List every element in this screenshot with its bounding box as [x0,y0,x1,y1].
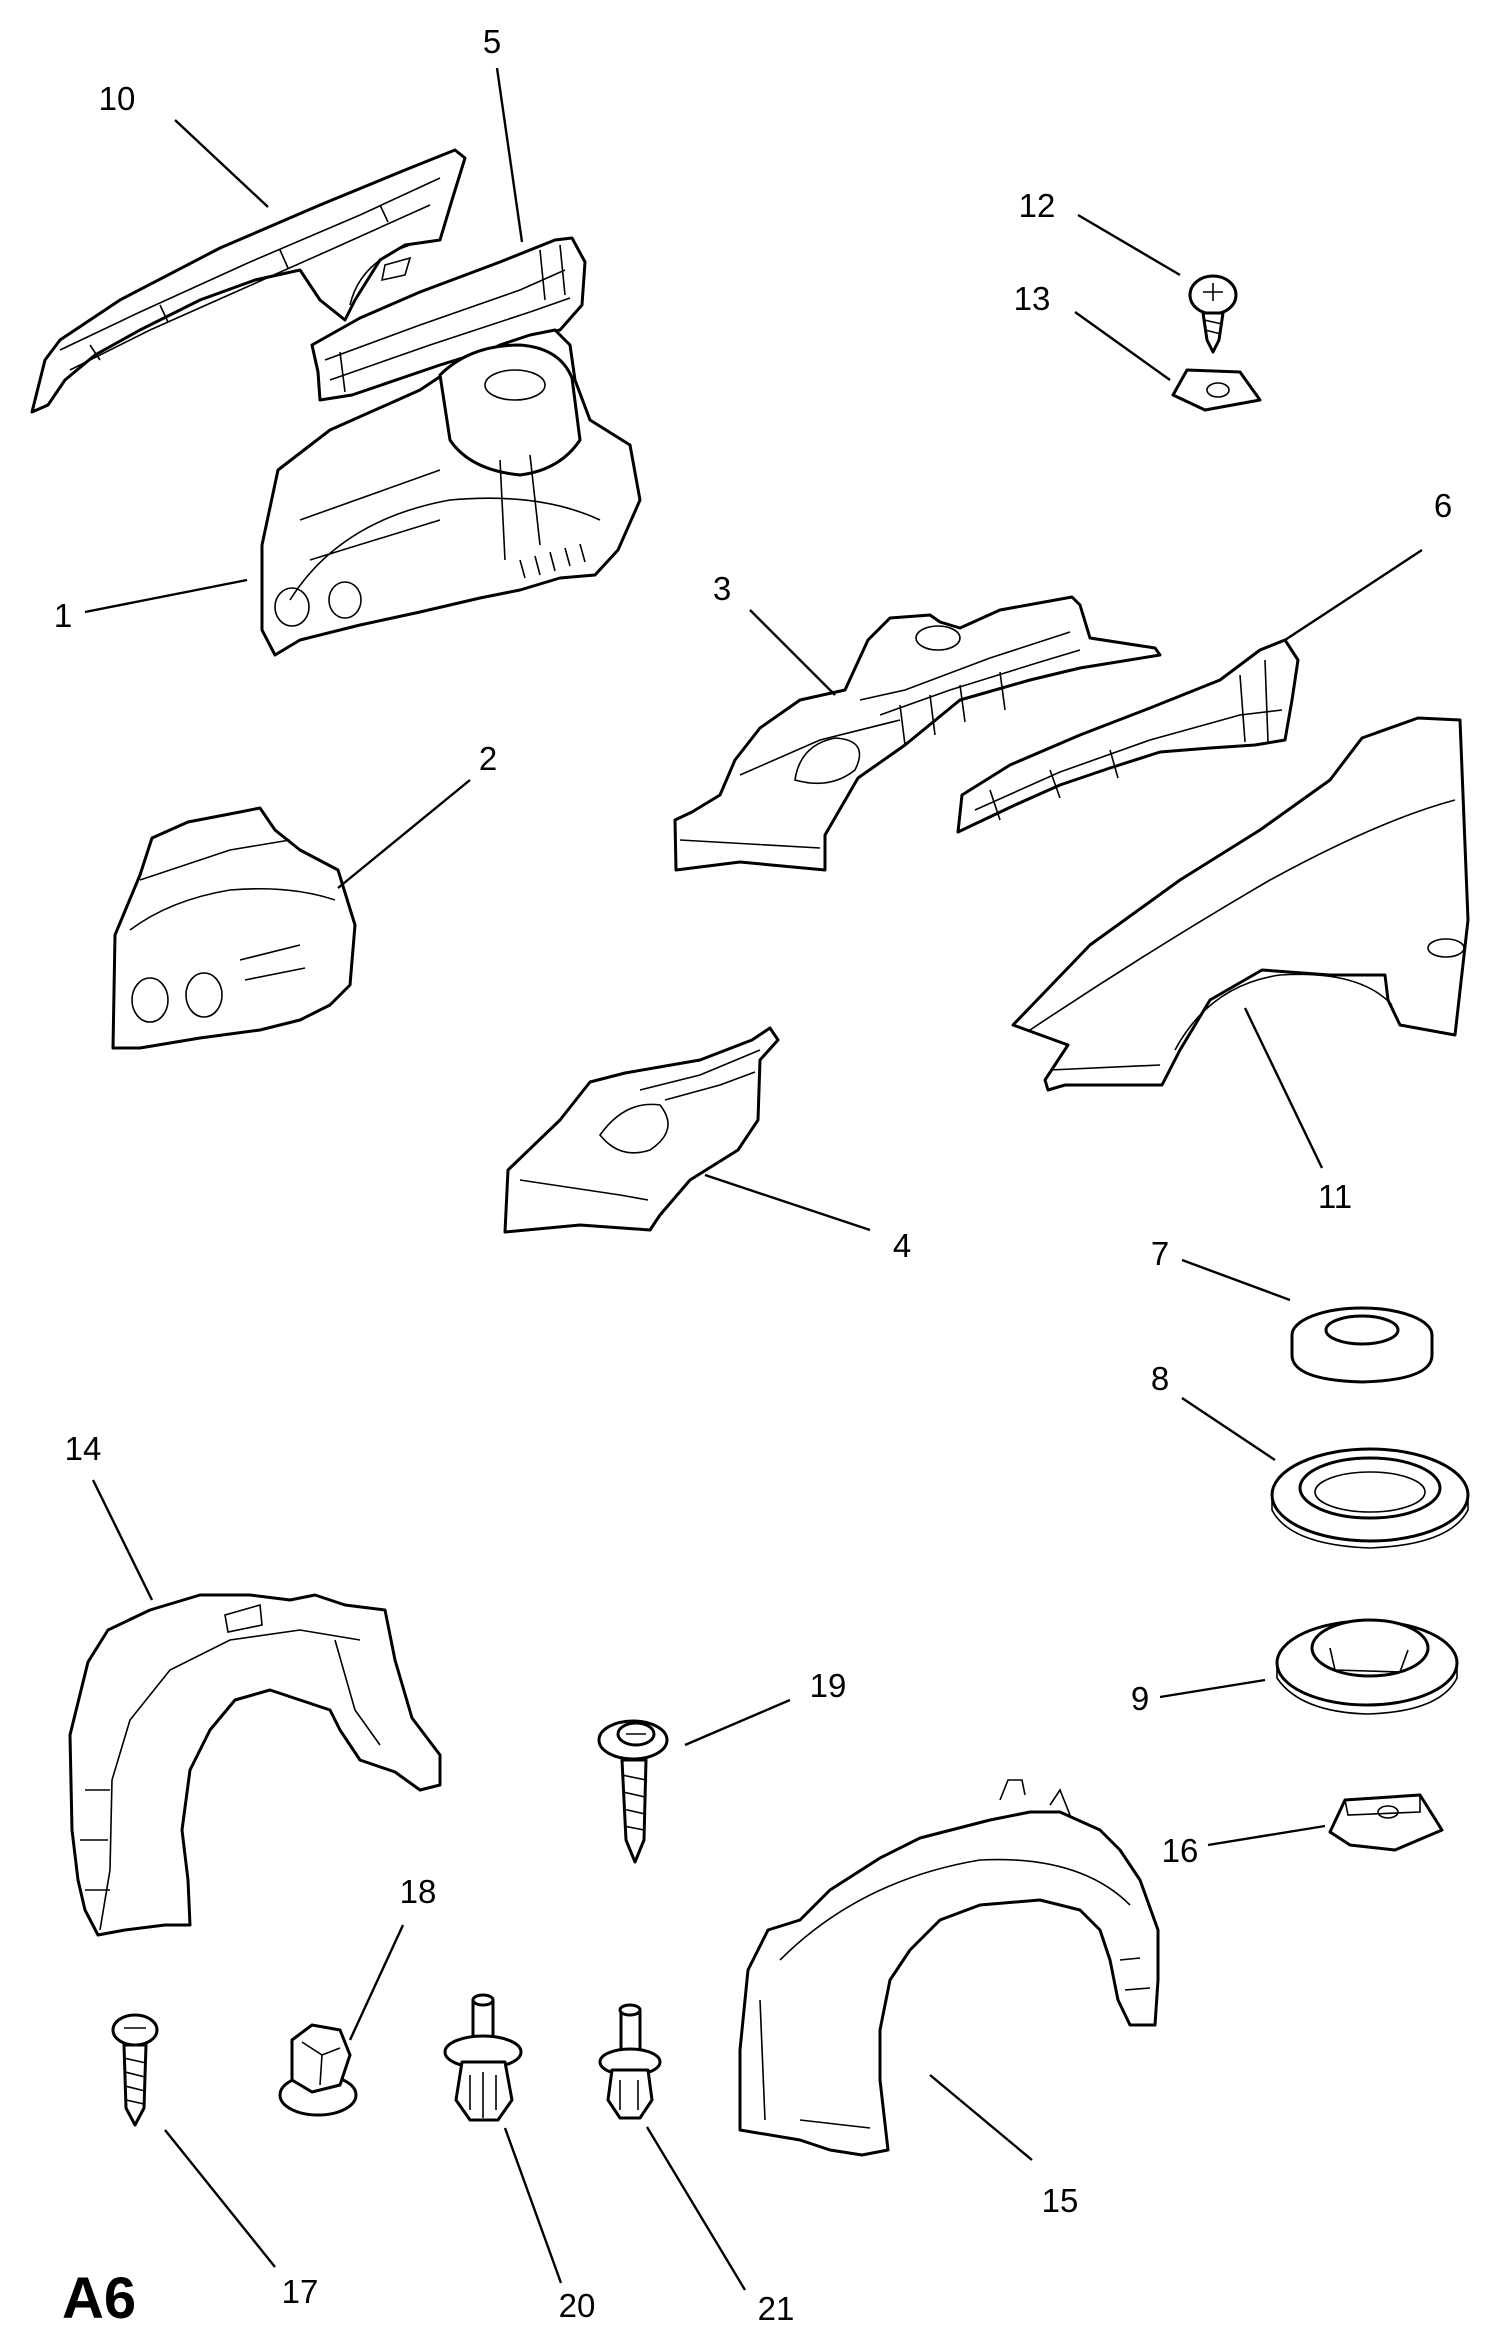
leader-10 [174,119,269,208]
leader-6 [1284,548,1423,642]
callout-13: 13 [1014,280,1051,317]
leader-9 [1159,1678,1266,1699]
callout-8: 8 [1151,1360,1169,1397]
callout-14: 14 [65,1430,102,1467]
leader-13 [1074,311,1171,381]
callout-17: 17 [282,2273,319,2310]
longitudinal-rail-section-icon [503,1026,780,1234]
callout-6: 6 [1434,487,1452,524]
leader-11 [1243,1007,1324,1169]
callout-16: 16 [1162,1832,1199,1869]
grommet-icon [1290,1306,1434,1384]
upper-rail-reinforcement-icon [310,236,587,402]
clip-nut-icon [1171,368,1262,412]
callout-11: 11 [1318,1178,1352,1215]
callout-19: 19 [810,1667,847,1704]
leader-21 [645,2126,747,2291]
callout-12: 12 [1019,187,1056,224]
callout-labels: 10 5 1 12 13 3 6 2 11 4 7 8 14 9 19 16 1… [54,23,1452,2327]
leader-20 [503,2127,563,2284]
callout-1: 1 [54,597,72,634]
leader-4 [704,1173,871,1232]
callout-4: 4 [893,1227,911,1264]
leader-1 [84,578,248,614]
leader-16 [1207,1824,1326,1847]
callout-9: 9 [1131,1680,1149,1717]
tapping-screw-icon [111,2013,159,2127]
hex-nut-icon [278,2023,358,2117]
callout-15: 15 [1042,2182,1079,2219]
grommet-large-icon [1270,1447,1470,1549]
leader-19 [684,1698,791,1747]
leader-18 [348,1924,405,2041]
screw-icon [1188,274,1238,354]
leader-14 [91,1479,154,1601]
washer-screw-icon [597,1719,669,1864]
callout-18: 18 [400,1873,437,1910]
expansion-rivet-icon [443,1993,523,2122]
push-rivet-icon [598,2003,662,2120]
leader-3 [749,609,836,696]
wheelhouse-liner-rear-icon [738,1779,1160,2157]
leader-2 [337,779,471,889]
leader-15 [929,2074,1033,2161]
leader-17 [164,2129,276,2268]
clip-nut-icon [1328,1793,1444,1852]
leader-8 [1181,1397,1276,1461]
callout-20: 20 [559,2287,596,2324]
front-rail-extension-icon [956,638,1300,834]
front-longitudinal-rail-assembly-icon [673,595,1162,872]
leader-7 [1181,1258,1291,1302]
upper-side-member-icon [30,148,467,414]
leader-12 [1077,213,1181,277]
callout-2: 2 [479,740,497,777]
leader-5 [495,67,524,243]
front-fender-icon [1011,716,1470,1092]
wheelhouse-panel-section-icon [111,806,357,1050]
grommet-plug-icon [1275,1618,1459,1715]
callout-21: 21 [758,2290,795,2327]
sheet-code: A6 [62,2266,136,2331]
wheelhouse-liner-front-icon [68,1593,442,1937]
callout-7: 7 [1151,1235,1169,1272]
callout-3: 3 [713,570,731,607]
callout-10: 10 [99,80,136,117]
leader-lines [84,67,1423,2291]
callout-5: 5 [483,23,501,60]
inner-wheelhouse-panel-icon [260,328,642,657]
